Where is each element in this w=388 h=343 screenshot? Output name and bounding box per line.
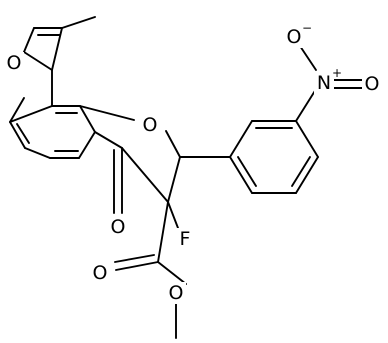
bond-nitro-n-o-top	[299, 45, 317, 71]
nitro-oxygen-top-label: O	[287, 26, 302, 48]
nitro-nitrogen-label: N	[317, 72, 331, 94]
bond-c3-ester-c	[157, 201, 169, 263]
nitro-oxygen-top-charge: −	[302, 21, 312, 35]
bond-pyran-o-c2	[165, 130, 181, 158]
pyran-oxygen-label: O	[143, 114, 158, 136]
bond-aryl-c3-c4	[295, 120, 319, 158]
ester-carbonyl-oxygen-label: O	[93, 262, 108, 284]
bond-c7-c6	[24, 147, 51, 159]
bond-aryl-c4-c5	[295, 156, 319, 194]
bond-c3-c3a	[51, 27, 63, 71]
ester-oxygen-label: O	[169, 282, 184, 304]
bond-ester-c-carbonyl-o	[115, 261, 159, 271]
bond-furan-o-c2	[23, 27, 35, 53]
bond-c7a-c7	[9, 121, 26, 149]
bonds	[9, 16, 363, 339]
nitro-oxygen-right-label: O	[365, 73, 380, 95]
bond-c5-c4a	[78, 131, 96, 159]
atom-labels: O O O F N + O − O O O	[4, 21, 382, 304]
bond-c4a-c4	[94, 131, 123, 149]
bond-c9b-pyran-o	[79, 105, 135, 121]
nitro-nitrogen-charge: +	[332, 66, 342, 80]
bond-furan-o-c7a	[9, 97, 25, 123]
bond-c4a-c9b	[79, 105, 96, 133]
ketone-oxygen-label: O	[111, 216, 126, 238]
bond-c3-methyl	[61, 16, 96, 29]
bond-c2-c3-pyran	[167, 156, 181, 203]
bond-aryl-c1-c2	[229, 120, 253, 158]
bond-c7-c7-inner	[16, 123, 30, 144]
bond-c3-fluorine	[167, 201, 179, 229]
bond-aryl-c6-c1-inner	[237, 156, 257, 187]
bond-ester-c-carbonyl-o-double	[114, 254, 155, 263]
bond-c4-c3	[121, 147, 169, 203]
bond-ester-c-ester-o	[157, 261, 187, 285]
fluorine-label: F	[180, 228, 191, 250]
bond-c3a-furan-o	[23, 51, 53, 71]
furan-oxygen-label: O	[7, 52, 22, 74]
bond-aryl-c4-c5-inner	[291, 156, 311, 187]
bond-aryl-c6-c1	[229, 156, 253, 194]
bond-c3a-c7a	[9, 105, 53, 123]
